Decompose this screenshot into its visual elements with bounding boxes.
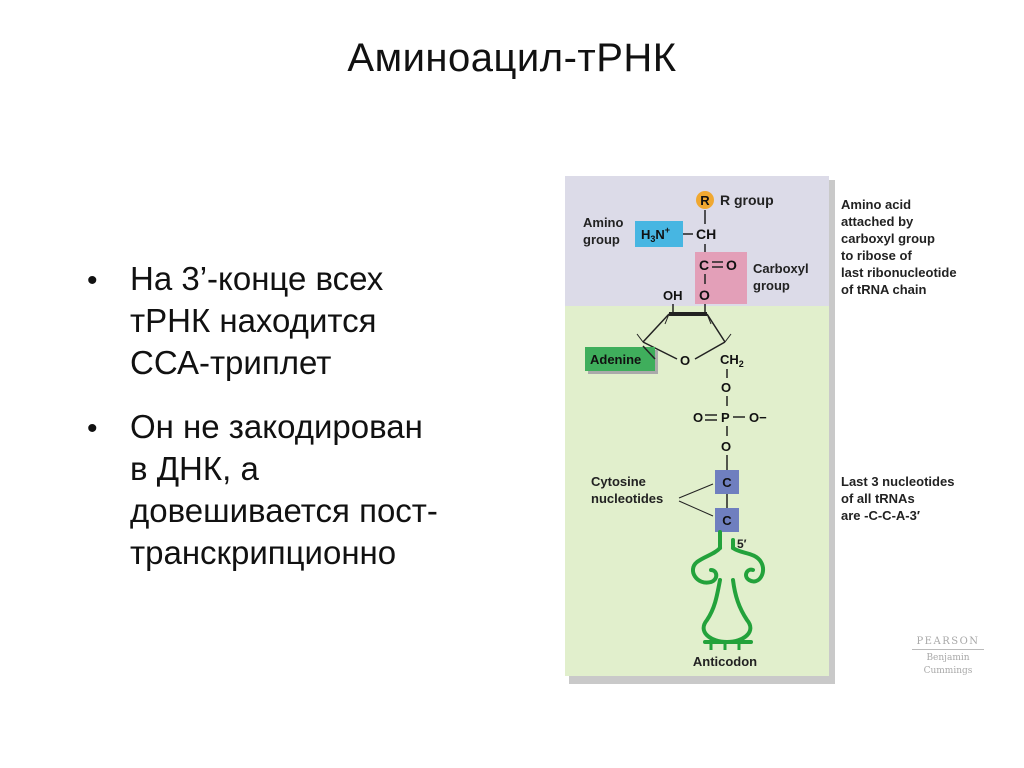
publisher-imprint-1: Benjamin [926,653,970,663]
ribose-down-right [694,341,726,360]
note-amino-line-3: carboxyl group [841,231,935,246]
h-tick-3 [636,333,644,343]
five-prime-label: 5′ [737,537,747,551]
bullet-list: • На 3’-конце всех тРНК находится ССА-тр… [85,258,545,596]
amino-group-box [635,221,683,247]
publisher-logo: PEARSON Benjamin Cummings [912,636,984,676]
bullet-item: • Он не закодирован в ДНК, а довешиваетс… [85,406,545,574]
cytosine-c1: C [722,475,732,490]
o-label-2: O [693,410,703,425]
slide-title: Аминоацил-тРНК [347,36,677,80]
o-label-3: O [721,439,731,454]
r-symbol: R [700,193,710,208]
carboxyl-group-box [695,252,747,304]
note-amino-line-4: to ribose of [841,248,912,263]
note-nucleotides-line-3: are -C-C-A-3′ [841,508,920,523]
bullet-item: • На 3’-конце всех тРНК находится ССА-тр… [85,258,545,384]
publisher-imprint-2: Cummings [923,666,973,676]
o-label-1: O [721,380,731,395]
bullet-line: Он не закодирован [130,408,423,445]
r-group-label: R group [720,192,774,208]
p-label: P [721,410,730,425]
anticodon-ticks [709,642,741,650]
bullet-marker: • [87,264,98,297]
ribose-down-left [642,341,678,360]
note-nucleotides-line-2: of all tRNAs [841,491,915,506]
note-amino-line-2: attached by [841,214,914,229]
cytosine-box-2 [715,508,739,532]
note-nucleotides-line-1: Last 3 nucleotides [841,474,954,489]
cytosine-c2: C [722,513,732,528]
ring-o-label: O [680,353,690,368]
bullet-line: в ДНК, а [130,450,259,487]
bullet-line: На 3’-конце всех [130,260,384,297]
ribose-left-bond [642,313,670,343]
carbonyl-c: C [699,257,709,273]
r-group-circle [696,191,714,209]
cytosine-label-1: Cytosine [591,474,646,489]
amino-group-label-1: Amino [583,215,624,230]
bullet-line: транскрипционно [130,534,397,571]
trna-right-arm [731,546,766,584]
carboxyl-label-2: group [753,278,790,293]
bond-adenine [642,345,656,360]
aminoacyl-trna-diagram: R R group Amino group H3N+ CH C O O Carb… [565,176,957,684]
bullet-marker: • [87,412,98,445]
note-amino-line-5: last ribonucleotide [841,265,957,280]
cytosine-box-1 [715,470,739,494]
adenine-label: Adenine [590,352,641,367]
h-tick-2 [706,313,712,325]
ribose-right-bond [706,313,726,343]
h-tick-4 [724,333,732,343]
bullet-line: довешивается пост- [130,492,438,529]
trna-left-arm [691,546,722,585]
note-amino-line-1: Amino acid [841,197,911,212]
anticodon-label: Anticodon [693,654,757,669]
ch-label: CH [696,226,716,242]
h-tick-1 [664,313,670,325]
pointer-c2 [678,500,714,517]
note-amino-line-6: of tRNA chain [841,282,927,297]
oh-label: OH [663,288,683,303]
adenine-box [585,347,655,371]
h3n-label: H3N+ [641,225,670,244]
carbonyl-o: O [726,257,737,273]
cytosine-label-2: nucleotides [591,491,663,506]
bullet-line: ССА-триплет [130,344,332,381]
ester-o: O [699,287,710,303]
carboxyl-label-1: Carboxyl [753,261,809,276]
amino-group-label-2: group [583,232,620,247]
bullet-line: тРНК находится [130,302,377,339]
pointer-c1 [678,483,714,499]
publisher-name: PEARSON [912,636,984,650]
ch2-label: CH2 [720,352,744,369]
trna-cloverleaf [691,530,766,645]
o-minus-label: O− [749,410,767,425]
